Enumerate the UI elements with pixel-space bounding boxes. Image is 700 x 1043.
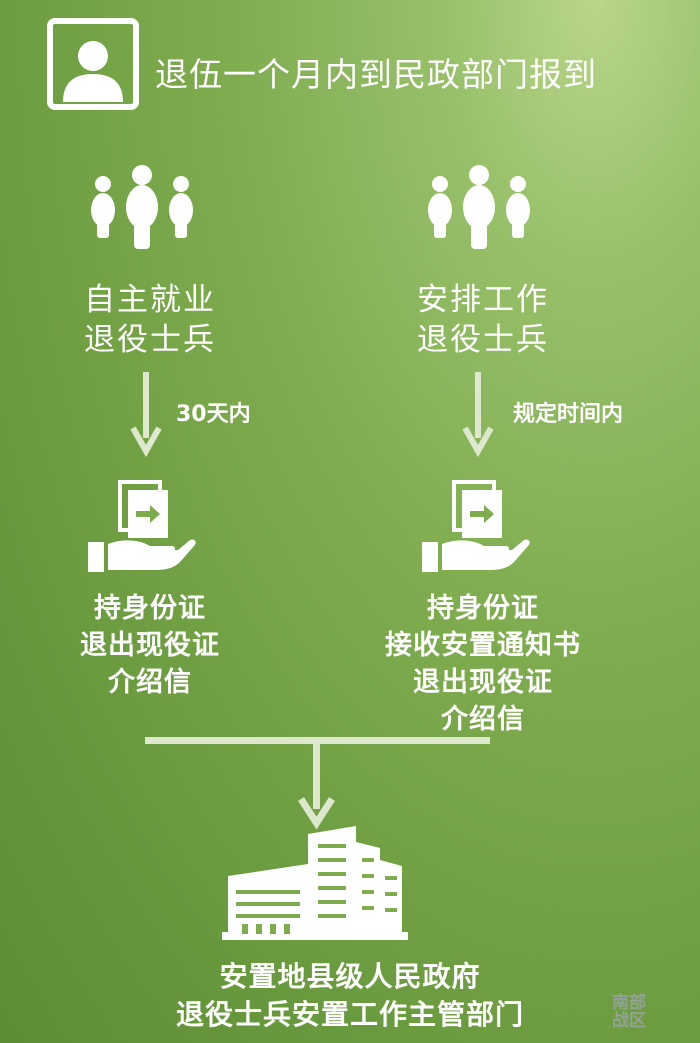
right-category-line-2: 退役士兵 xyxy=(417,322,549,358)
right-documents: 持身份证 接收安置通知书 退出现役证 介绍信 xyxy=(363,590,603,738)
merge-connector-arrow-icon xyxy=(145,737,490,830)
right-document-1: 持身份证 xyxy=(427,593,539,624)
government-building-icon xyxy=(222,826,408,940)
left-deadline: 30天内 xyxy=(176,402,251,427)
watermark: 南部 战区 xyxy=(612,994,646,1030)
right-category: 安排工作 退役士兵 xyxy=(383,280,583,360)
destination-text: 安置地县级人民政府 退役士兵安置工作主管部门 xyxy=(0,958,700,1034)
right-hand-document-icon xyxy=(422,480,530,572)
left-document-1: 持身份证 xyxy=(94,593,206,624)
watermark-line-2: 战区 xyxy=(612,1011,646,1031)
right-document-3: 退出现役证 xyxy=(413,667,553,698)
left-hand-document-icon xyxy=(88,480,196,572)
right-down-arrow-icon xyxy=(462,372,494,458)
page-title: 退伍一个月内到民政部门报到 xyxy=(155,55,597,94)
left-people-group-icon xyxy=(91,165,193,249)
left-category-line-2: 退役士兵 xyxy=(84,322,216,358)
left-document-2: 退出现役证 xyxy=(80,630,220,661)
right-document-4: 介绍信 xyxy=(441,704,525,735)
user-avatar-icon xyxy=(47,18,139,110)
right-category-line-1: 安排工作 xyxy=(417,282,549,318)
right-people-group-icon xyxy=(428,165,530,249)
destination-line-2: 退役士兵安置工作主管部门 xyxy=(175,998,524,1031)
right-document-2: 接收安置通知书 xyxy=(385,630,581,661)
left-document-3: 介绍信 xyxy=(108,667,192,698)
left-category: 自主就业 退役士兵 xyxy=(50,280,250,360)
left-category-line-1: 自主就业 xyxy=(84,282,216,318)
destination-line-1: 安置地县级人民政府 xyxy=(219,960,481,993)
watermark-line-1: 南部 xyxy=(612,993,646,1013)
left-down-arrow-icon xyxy=(130,372,162,458)
right-deadline: 规定时间内 xyxy=(513,402,624,427)
left-documents: 持身份证 退出现役证 介绍信 xyxy=(40,590,260,701)
